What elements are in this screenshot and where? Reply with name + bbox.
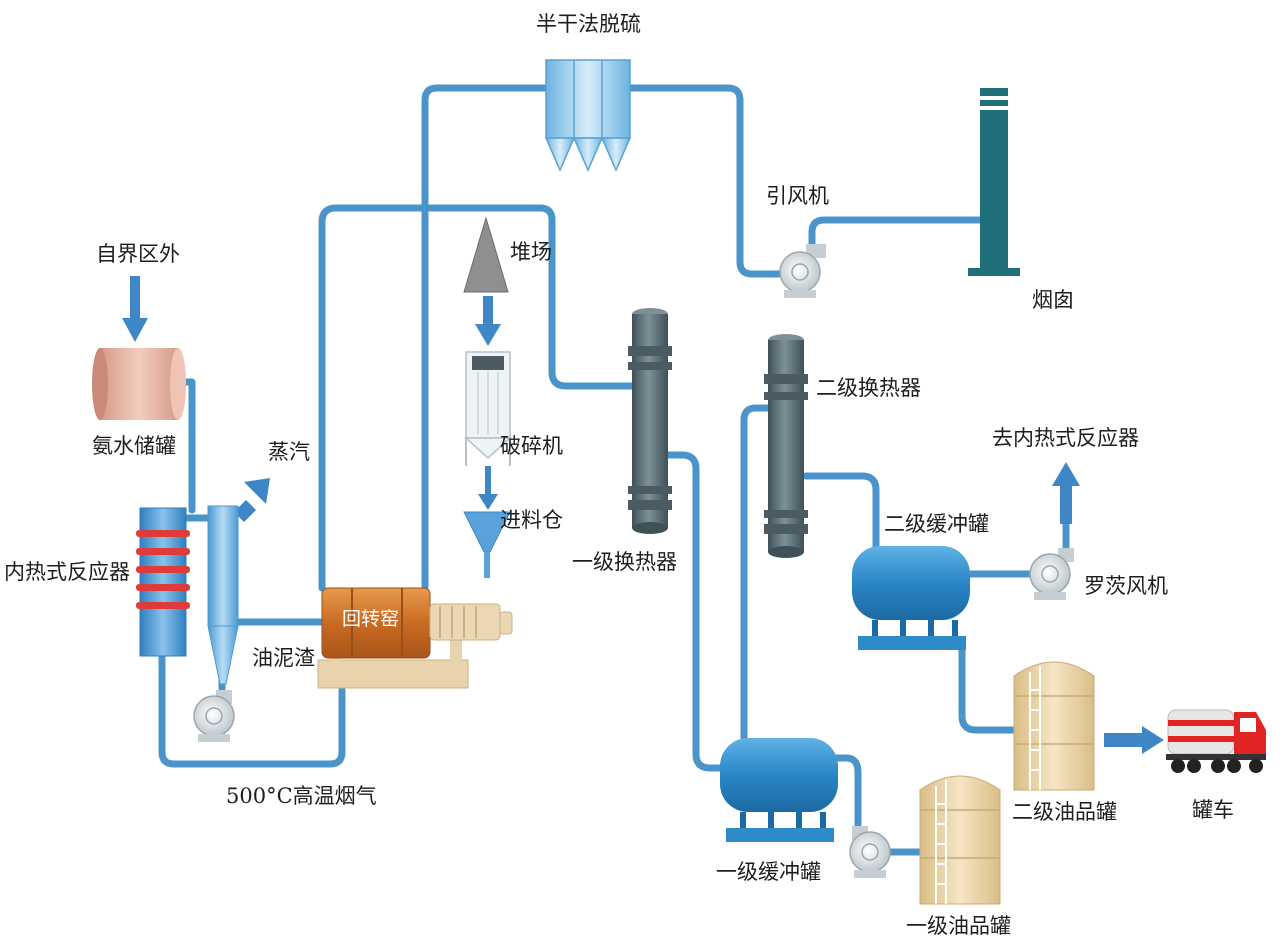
label-stockyard: 堆场: [510, 240, 552, 264]
label-hx2: 二级换热器: [816, 376, 921, 400]
label-buffer2: 二级缓冲罐: [884, 512, 989, 536]
flow-arrows: [122, 276, 1164, 754]
label-induced-fan: 引风机: [766, 184, 829, 208]
label-oil-tank2: 二级油品罐: [1012, 800, 1117, 824]
label-rotary-kiln: 回转窑: [342, 608, 400, 630]
label-outside-boundary: 自界区外: [96, 242, 180, 266]
label-feed-bin: 进料仓: [500, 508, 563, 532]
ammonia-tank: [92, 348, 186, 420]
oil-fan: [849, 826, 891, 878]
label-internal-reactor: 内热式反应器: [4, 560, 130, 584]
desulfurization-unit: [544, 59, 632, 172]
oil-tank-1: [919, 775, 1001, 905]
label-roots-blower: 罗茨风机: [1084, 574, 1168, 598]
label-to-reactor: 去内热式反应器: [992, 426, 1139, 450]
label-crusher: 破碎机: [500, 434, 563, 458]
heat-exchanger-1: [628, 308, 672, 534]
label-hx1: 一级换热器: [572, 550, 677, 574]
buffer-tank-2: [852, 546, 970, 650]
buffer-tank-1: [720, 738, 838, 842]
reactor-fan: [193, 690, 235, 742]
tanker-truck-icon: [1166, 709, 1266, 773]
label-oil-sludge: 油泥渣: [252, 646, 315, 670]
rotary-kiln: [317, 587, 513, 689]
crusher: [464, 351, 512, 466]
induced-fan: [779, 244, 826, 298]
label-ammonia-tank: 氨水储罐: [92, 434, 176, 458]
label-hot-flue-gas: 500°C高温烟气: [226, 784, 377, 808]
label-oil-tank1: 一级油品罐: [906, 914, 1011, 938]
label-chimney: 烟囱: [1032, 288, 1074, 312]
label-buffer1: 一级缓冲罐: [716, 860, 821, 884]
feed-bin: [463, 511, 511, 578]
roots-blower: [1029, 548, 1074, 600]
stockyard: [463, 216, 509, 293]
heat-exchanger-2: [764, 334, 808, 558]
label-tanker-truck: 罐车: [1192, 798, 1234, 822]
internal-reactor: [136, 507, 190, 657]
chimney: [968, 88, 1020, 276]
label-steam: 蒸汽: [268, 440, 310, 464]
oil-tank-2: [1013, 661, 1095, 791]
cyclone: [207, 505, 239, 685]
pipes: [158, 84, 1070, 856]
label-desulfurization: 半干法脱硫: [536, 12, 641, 36]
